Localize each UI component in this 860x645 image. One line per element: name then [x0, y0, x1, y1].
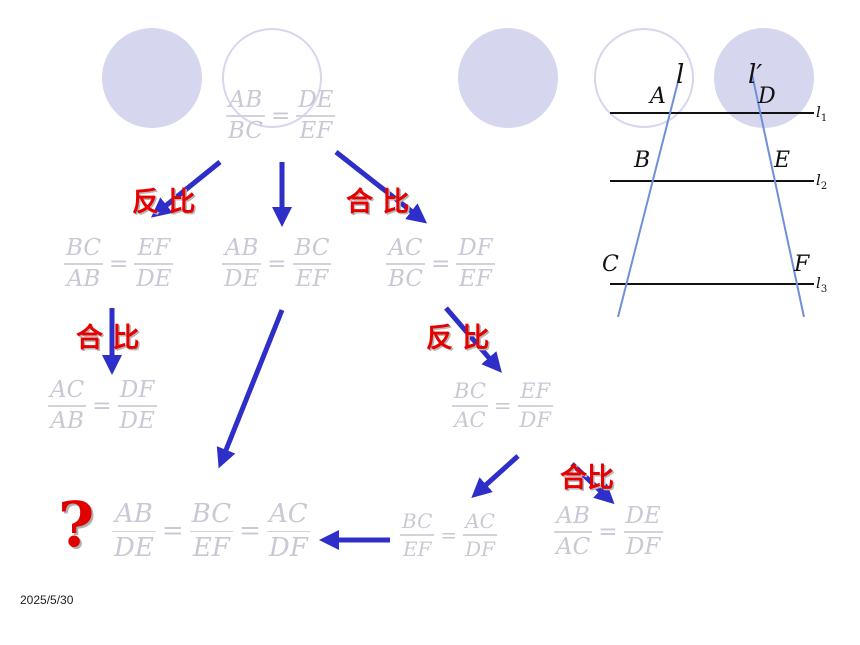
arrow-top-to-r1a	[150, 160, 222, 218]
slide-date: 2025/5/30	[20, 593, 74, 607]
label-hebi-bottom: 合比	[560, 463, 614, 494]
point-D: D	[758, 84, 776, 109]
label-line-l: l	[676, 60, 685, 90]
point-E: E	[774, 148, 791, 173]
point-A: A	[650, 84, 666, 109]
label-l3: l3	[816, 274, 828, 295]
deco-circle-3	[458, 28, 558, 128]
arrow-r1c-to-r2c	[444, 306, 502, 373]
deco-circle-1	[102, 28, 202, 128]
label-line-l-prime: l′	[748, 60, 763, 90]
transversal-l	[617, 73, 681, 318]
label-fanbi-top: 反 比	[132, 187, 196, 218]
arrow-r2c-to-bottom-right	[570, 462, 615, 505]
point-F: F	[794, 252, 810, 277]
arrow-r2c-to-bottom-mid	[471, 454, 520, 499]
label-l1: l1	[816, 103, 828, 124]
arrow-top-to-r1c	[334, 150, 428, 224]
deco-circle-5	[714, 28, 814, 128]
label-fanbi-right: 反 比	[426, 323, 490, 354]
question-mark: ?	[58, 488, 95, 561]
label-hebi-top: 合 比	[346, 187, 410, 218]
deco-circle-2	[222, 28, 322, 128]
transversal-l-prime	[751, 73, 805, 318]
point-C: C	[602, 252, 619, 277]
point-B: B	[634, 148, 651, 173]
label-hebi-left: 合 比	[76, 323, 140, 354]
label-l2: l2	[816, 171, 828, 192]
deco-circle-4	[594, 28, 694, 128]
arrow-r1b-to-bottom	[216, 309, 285, 469]
